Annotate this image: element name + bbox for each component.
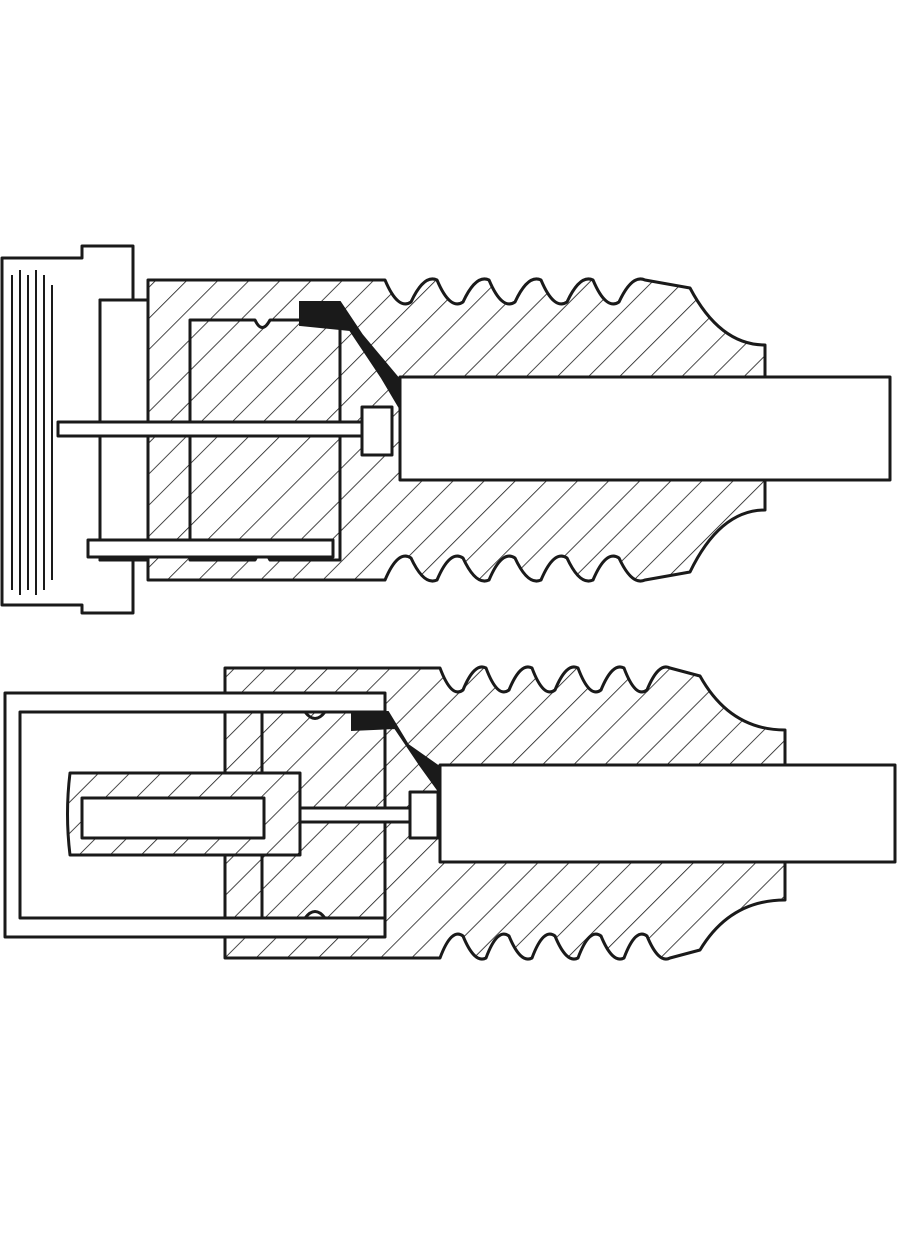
- bottom-socket-bore: [80, 796, 266, 840]
- top-center-pin: [56, 420, 365, 438]
- top-lower-rail: [86, 538, 335, 559]
- bottom-pin-collar: [408, 790, 440, 840]
- top-connector: [0, 244, 892, 615]
- top-nut-thread-lines: [11, 270, 53, 595]
- top-cable: [398, 375, 892, 482]
- bottom-outer-sleeve: [3, 691, 387, 939]
- top-seal-ring: [299, 301, 399, 409]
- bottom-seal-ring: [351, 711, 439, 794]
- bottom-connector: [3, 665, 897, 961]
- top-pin-collar: [360, 405, 394, 457]
- bottom-cable: [438, 763, 897, 864]
- top-insulator-block: [188, 318, 342, 562]
- bottom-center-pin: [298, 806, 414, 824]
